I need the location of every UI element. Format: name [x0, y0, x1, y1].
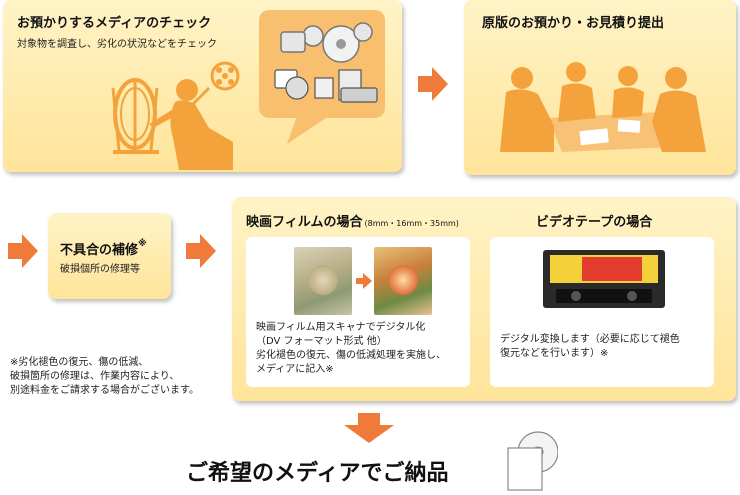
- film-sizes: (8mm・16mm・35mm): [364, 219, 459, 228]
- video-line: 復元などを行います）※: [500, 348, 609, 359]
- disc-case-icon: [507, 431, 558, 491]
- repair-title: 不具合の補修※: [60, 239, 147, 258]
- note-line: ※劣化褪色の復元、傷の低減、: [10, 357, 149, 368]
- final-title: ご希望のメディアでご納品: [186, 461, 449, 486]
- step1-panel: お預かりするメディアのチェック 対象物を調査し、劣化の状況などをチェック: [3, 0, 402, 172]
- cases-panel: 映画フィルムの場合(8mm・16mm・35mm) 映画フィルム用スキャナでデジタ…: [232, 197, 736, 401]
- inspector-silhouette-icon: [111, 61, 240, 170]
- flower-shape: [388, 265, 418, 295]
- arrow-right-icon: [356, 273, 372, 289]
- film-title-text: 映画フィルムの場合: [246, 215, 363, 230]
- repair-title-text: 不具合の補修: [60, 243, 139, 258]
- film-line: 映画フィルム用スキャナでデジタル化: [256, 322, 426, 333]
- media-bubble-icon: [259, 10, 385, 144]
- film-line: （DV フォーマット形式 他）: [256, 336, 387, 347]
- film-card: 映画フィルム用スキャナでデジタル化 （DV フォーマット形式 他） 劣化褪色の復…: [246, 237, 470, 387]
- step2-panel: 原版のお預かり・お見積り提出: [464, 0, 736, 175]
- repair-panel: 不具合の補修※ 破損個所の修理等: [48, 213, 171, 299]
- note-line: 別途料金をご請求する場合がございます。: [10, 385, 199, 396]
- arrow-right-icon: [418, 67, 448, 101]
- step2-title: 原版のお預かり・お見積り提出: [482, 16, 665, 31]
- arrow-right-icon: [8, 234, 38, 268]
- film-line: メディアに記入※: [256, 364, 334, 375]
- repair-subtitle: 破損個所の修理等: [60, 264, 140, 275]
- note-line: 破損箇所の修理は、作業内容により、: [10, 371, 180, 382]
- arrow-down-icon: [344, 413, 394, 443]
- film-before-photo: [294, 247, 352, 315]
- note-block: ※劣化褪色の復元、傷の低減、 破損箇所の修理は、作業内容により、 別途料金をご請…: [10, 356, 199, 398]
- video-line: デジタル変換します（必要に応じて褪色: [500, 334, 680, 345]
- step1-title: お預かりするメディアのチェック: [17, 16, 212, 31]
- film-line: 劣化褪色の復元、傷の低減処理を実施し、: [256, 350, 446, 361]
- step1-subtitle: 対象物を調査し、劣化の状況などをチェック: [17, 39, 217, 50]
- film-title: 映画フィルムの場合(8mm・16mm・35mm): [246, 211, 459, 230]
- videotape-icon: [543, 250, 665, 308]
- arrow-right-icon: [186, 234, 216, 268]
- video-card: デジタル変換します（必要に応じて褪色 復元などを行います）※: [490, 237, 714, 387]
- video-title: ビデオテープの場合: [536, 215, 653, 230]
- film-after-photo: [374, 247, 432, 315]
- meeting-silhouette-icon: [500, 62, 706, 152]
- repair-title-mark: ※: [138, 239, 147, 249]
- flower-shape: [308, 265, 338, 295]
